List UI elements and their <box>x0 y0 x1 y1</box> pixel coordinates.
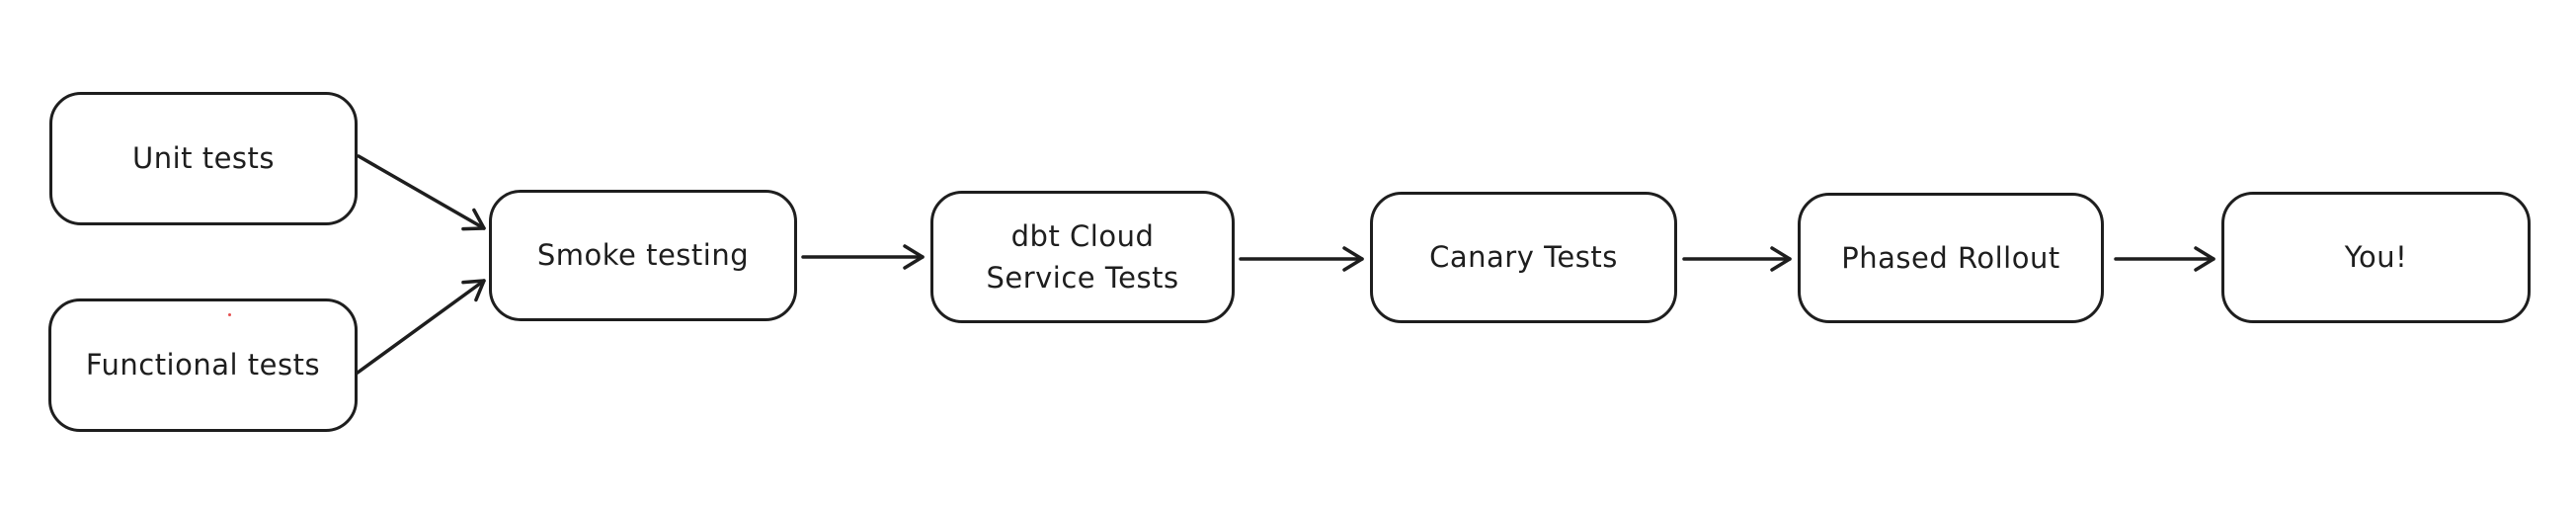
node-canary-tests[interactable]: Canary Tests <box>1370 192 1677 323</box>
red-artifact-dot <box>228 313 231 316</box>
node-unit-tests[interactable]: Unit tests <box>49 92 358 225</box>
node-you-label: You! <box>2344 240 2408 275</box>
node-smoke-testing[interactable]: Smoke testing <box>489 190 797 321</box>
node-smoke-testing-label: Smoke testing <box>536 238 750 273</box>
node-unit-tests-label: Unit tests <box>131 141 276 176</box>
node-phased-rollout-label: Phased Rollout <box>1841 240 2060 275</box>
node-dbt-cloud-service-tests-label: dbt Cloud Service Tests <box>986 218 1179 295</box>
node-phased-rollout[interactable]: Phased Rollout <box>1798 193 2104 323</box>
arrow-functional-tests-to-smoke-testing[interactable] <box>356 279 486 375</box>
node-functional-tests-label: Functional tests <box>85 348 321 382</box>
arrow-unit-tests-to-smoke-testing[interactable] <box>357 154 486 231</box>
node-canary-tests-label: Canary Tests <box>1429 240 1618 275</box>
node-functional-tests[interactable]: Functional tests <box>48 298 358 432</box>
node-you[interactable]: You! <box>2221 192 2531 323</box>
node-dbt-cloud-service-tests[interactable]: dbt Cloud Service Tests <box>930 191 1235 323</box>
